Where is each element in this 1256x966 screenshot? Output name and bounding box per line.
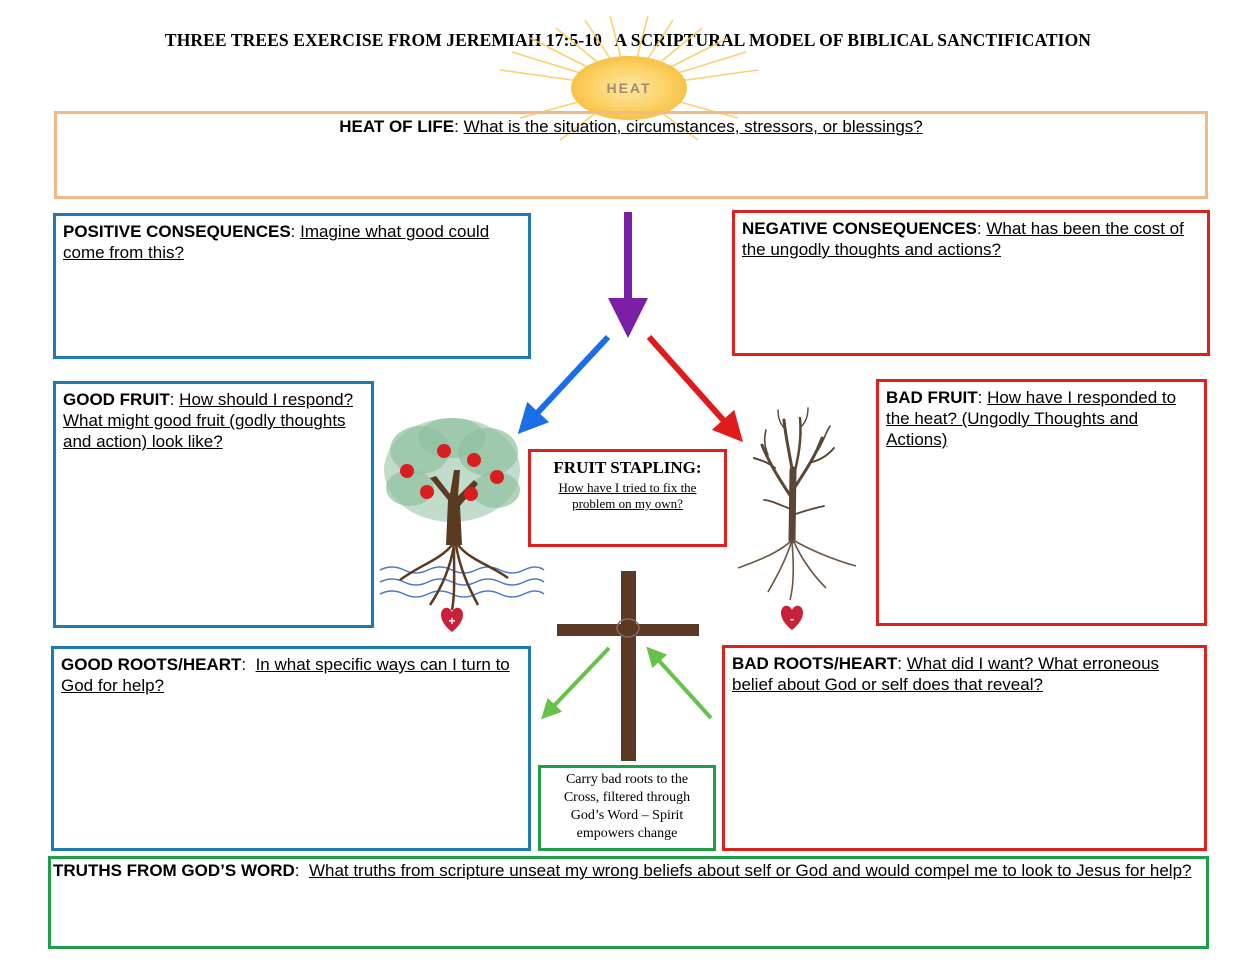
heart-minus-icon: - [781, 605, 803, 630]
cross-note-text: Carry bad roots to the Cross, filtered t… [563, 772, 691, 841]
red-arrow [646, 335, 743, 443]
bad-tree-icon [737, 407, 857, 601]
positive-label: POSITIVE CONSEQUENCES [63, 222, 291, 241]
fruit-stapling-box[interactable]: FRUIT STAPLING: How have I tried to fix … [528, 449, 727, 547]
heat-label: HEAT OF LIFE [339, 117, 455, 136]
heat-of-life-box[interactable]: HEAT OF LIFE: What is the situation, cir… [54, 111, 1208, 199]
cross-note-box: Carry bad roots to the Cross, filtered t… [538, 765, 716, 851]
blue-arrow [517, 334, 611, 434]
good-roots-question: In what specific ways can I turn to God … [61, 655, 510, 695]
positive-question: Imagine what good could come from this? [63, 222, 490, 262]
bad-roots-box[interactable]: BAD ROOTS/HEART: What did I want? What e… [722, 645, 1207, 851]
bad-fruit-box[interactable]: BAD FRUIT: How have I responded to the h… [876, 379, 1207, 626]
heart-plus-icon: + [441, 607, 463, 632]
bad-fruit-question: How have I responded to the heat? (Ungod… [886, 388, 1177, 449]
negative-consequences-box[interactable]: NEGATIVE CONSEQUENCES: What has been the… [732, 210, 1210, 356]
cross-icon [557, 571, 699, 761]
good-roots-box[interactable]: GOOD ROOTS/HEART: In what specific ways … [51, 646, 531, 851]
negative-question: What has been the cost of the ungodly th… [742, 219, 1184, 259]
bad-roots-label: BAD ROOTS/HEART [732, 654, 898, 673]
good-tree-icon [379, 418, 545, 611]
truths-label: TRUTHS FROM GOD’S WORD [53, 861, 295, 880]
good-fruit-box[interactable]: GOOD FRUIT: How should I respond? What m… [53, 381, 374, 628]
stapling-label: FRUIT STAPLING [553, 458, 696, 477]
truths-box[interactable]: TRUTHS FROM GOD’S WORD: What truths from… [48, 856, 1209, 949]
negative-label: NEGATIVE CONSEQUENCES [742, 219, 977, 238]
green-arrow-left [541, 646, 611, 720]
heat-question: What is the situation, circumstances, st… [463, 117, 923, 136]
sun-icon: HEAT [499, 15, 759, 141]
green-arrow-right [646, 646, 713, 720]
bad-roots-question: What did I want? What erroneous belief a… [732, 654, 1160, 694]
page-title: THREE TREES EXERCISE FROM JEREMIAH 17:5-… [164, 30, 1092, 50]
svg-text:-: - [790, 611, 794, 626]
positive-consequences-box[interactable]: POSITIVE CONSEQUENCES: Imagine what good… [53, 213, 531, 359]
truths-question: What truths from scripture unseat my wro… [308, 861, 1192, 880]
good-roots-label: GOOD ROOTS/HEART [61, 655, 242, 674]
good-fruit-label: GOOD FRUIT [63, 390, 170, 409]
svg-text:+: + [448, 614, 455, 628]
good-fruit-question: How should I respond? What might good fr… [63, 390, 354, 451]
bad-fruit-label: BAD FRUIT [886, 388, 978, 407]
sun-label: HEAT [606, 80, 651, 96]
stapling-question: How have I tried to fix the problem on m… [558, 480, 697, 511]
